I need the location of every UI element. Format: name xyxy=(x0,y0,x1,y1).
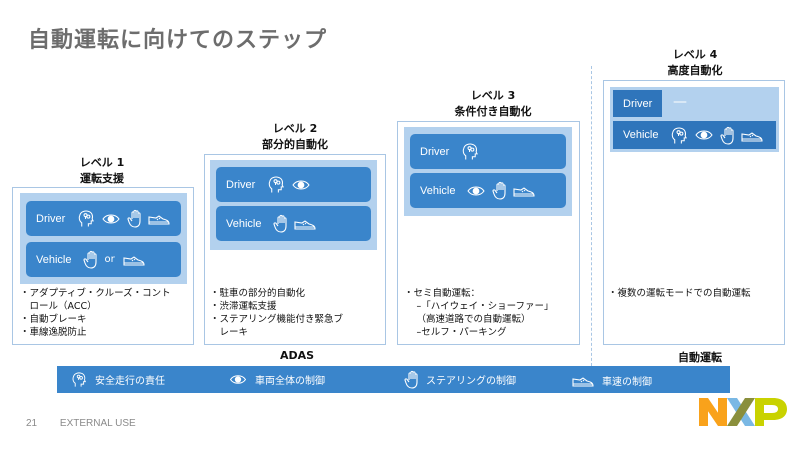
head-icon xyxy=(77,209,95,228)
page-number: 21 xyxy=(26,418,38,429)
shoe-icon xyxy=(572,374,594,387)
vehicle-label: Vehicle xyxy=(36,253,72,266)
legend-item-steering: ステアリングの制御 xyxy=(404,370,516,389)
eye-icon xyxy=(467,183,486,199)
nxp-logo xyxy=(697,394,789,434)
level-3-vehicle-row: Vehicle xyxy=(410,173,566,208)
level-4-number: レベル 4 xyxy=(672,48,718,61)
adas-autonomous-divider xyxy=(591,66,592,371)
level-1-bullets: ・アダプティブ・クルーズ・コント ロール（ACC） ・自動ブレーキ ・車線逸脱防… xyxy=(20,287,171,339)
level-2-driver-row: Driver xyxy=(216,167,371,202)
legend-label: 安全走行の責任 xyxy=(95,376,165,387)
level-4-name: 高度自動化 xyxy=(667,64,723,77)
bullet-item: –「ハイウェイ・ショーファー」 xyxy=(404,301,554,312)
head-icon xyxy=(670,126,688,145)
shoe-icon xyxy=(741,129,764,142)
level-1-number: レベル 1 xyxy=(79,156,125,169)
level-2-bullets: ・駐車の部分的自動化 ・渋滞運転支援 ・ステアリング機能付き緊急ブ レーキ xyxy=(210,287,343,339)
driver-label: Driver xyxy=(623,97,653,110)
level-1-vehicle-row: Vehicle or xyxy=(26,242,181,277)
shoe-icon xyxy=(513,184,536,197)
driver-label: Driver xyxy=(420,145,450,158)
hand-icon xyxy=(404,370,418,389)
bullet-item: ・渋滞運転支援 xyxy=(210,301,277,312)
level-1-name: 運転支援 xyxy=(80,172,124,185)
eye-icon xyxy=(102,211,120,227)
footer: 21 EXTERNAL USE xyxy=(26,418,136,429)
shoe-icon xyxy=(123,253,145,266)
head-icon xyxy=(267,175,285,194)
level-3-number: レベル 3 xyxy=(470,89,516,102)
autonomous-label: 自動運転 xyxy=(678,351,722,364)
head-icon xyxy=(461,142,479,161)
level-2-vehicle-row: Vehicle xyxy=(216,206,371,241)
level-4-bullets: ・複数の運転モードでの自動運転 xyxy=(608,287,751,300)
level-1-driver-row: Driver xyxy=(26,201,181,236)
level-1-heading: レベル 1 運転支援 xyxy=(47,155,157,187)
driver-label: Driver xyxy=(36,212,66,225)
shoe-icon xyxy=(148,212,170,225)
page-title: 自動運転に向けてのステップ xyxy=(28,28,328,53)
level-2-number: レベル 2 xyxy=(272,122,318,135)
legend-item-vehicle-control: 車両全体の制御 xyxy=(229,372,325,387)
or-connector: or xyxy=(104,254,115,265)
level-3-bullets: ・セミ自動運転： –「ハイウェイ・ショーファー」 （高速道路での自動運転） –セ… xyxy=(404,287,554,339)
eye-icon xyxy=(229,372,247,387)
bullet-item: ・セミ自動運転： xyxy=(404,288,481,299)
hand-icon xyxy=(273,214,288,233)
hand-icon xyxy=(83,250,98,269)
level-3-heading: レベル 3 条件付き自動化 xyxy=(433,88,553,120)
legend-label: ステアリングの制御 xyxy=(426,376,516,387)
level-4-vehicle-row: Vehicle xyxy=(613,121,776,149)
bullet-item: –セルフ・パーキング xyxy=(404,327,507,338)
driver-label: Driver xyxy=(226,178,256,191)
logo-p xyxy=(755,398,787,426)
vehicle-label: Vehicle xyxy=(226,217,262,230)
bullet-item: ・複数の運転モードでの自動運転 xyxy=(608,288,751,299)
vehicle-label: Vehicle xyxy=(623,129,659,141)
eye-icon xyxy=(292,177,310,193)
bullet-item: ロール（ACC） xyxy=(20,301,97,312)
logo-x-b xyxy=(727,398,755,426)
level-2-name: 部分的自動化 xyxy=(262,138,328,151)
head-icon xyxy=(71,371,87,388)
legend-item-responsibility: 安全走行の責任 xyxy=(71,371,165,388)
level-3-driver-row: Driver xyxy=(410,134,566,169)
shoe-icon xyxy=(294,217,317,230)
bullet-item: ・アダプティブ・クルーズ・コント xyxy=(20,288,171,299)
bullet-item: （高速道路での自動運転） xyxy=(404,314,531,325)
level-3-name: 条件付き自動化 xyxy=(454,105,532,118)
bullet-item: ・ステアリング機能付き緊急ブ xyxy=(210,314,344,325)
legend-item-speed: 車速の制御 xyxy=(572,373,652,388)
vehicle-label: Vehicle xyxy=(420,184,456,197)
bullet-item: ・自動ブレーキ xyxy=(20,314,87,325)
bullet-item: レーキ xyxy=(210,327,249,338)
level-4-heading: レベル 4 高度自動化 xyxy=(640,47,750,79)
legend-label: 車速の制御 xyxy=(602,377,652,388)
hand-icon xyxy=(127,209,141,228)
logo-n-right xyxy=(718,398,727,426)
bullet-item: ・車線逸脱防止 xyxy=(20,327,87,338)
adas-label: ADAS xyxy=(279,349,315,362)
legend-bar: 安全走行の責任 車両全体の制御 ステアリングの制御 車速の制御 xyxy=(57,366,730,393)
hand-icon xyxy=(720,126,735,145)
eye-icon xyxy=(695,127,714,143)
classification-label: EXTERNAL USE xyxy=(59,418,136,429)
driver-none-dash: — xyxy=(673,94,687,110)
level-4-driver-row: Driver xyxy=(613,90,662,117)
hand-icon xyxy=(492,181,507,200)
level-2-heading: レベル 2 部分的自動化 xyxy=(240,121,350,153)
legend-label: 車両全体の制御 xyxy=(255,376,325,387)
bullet-item: ・駐車の部分的自動化 xyxy=(210,288,306,299)
